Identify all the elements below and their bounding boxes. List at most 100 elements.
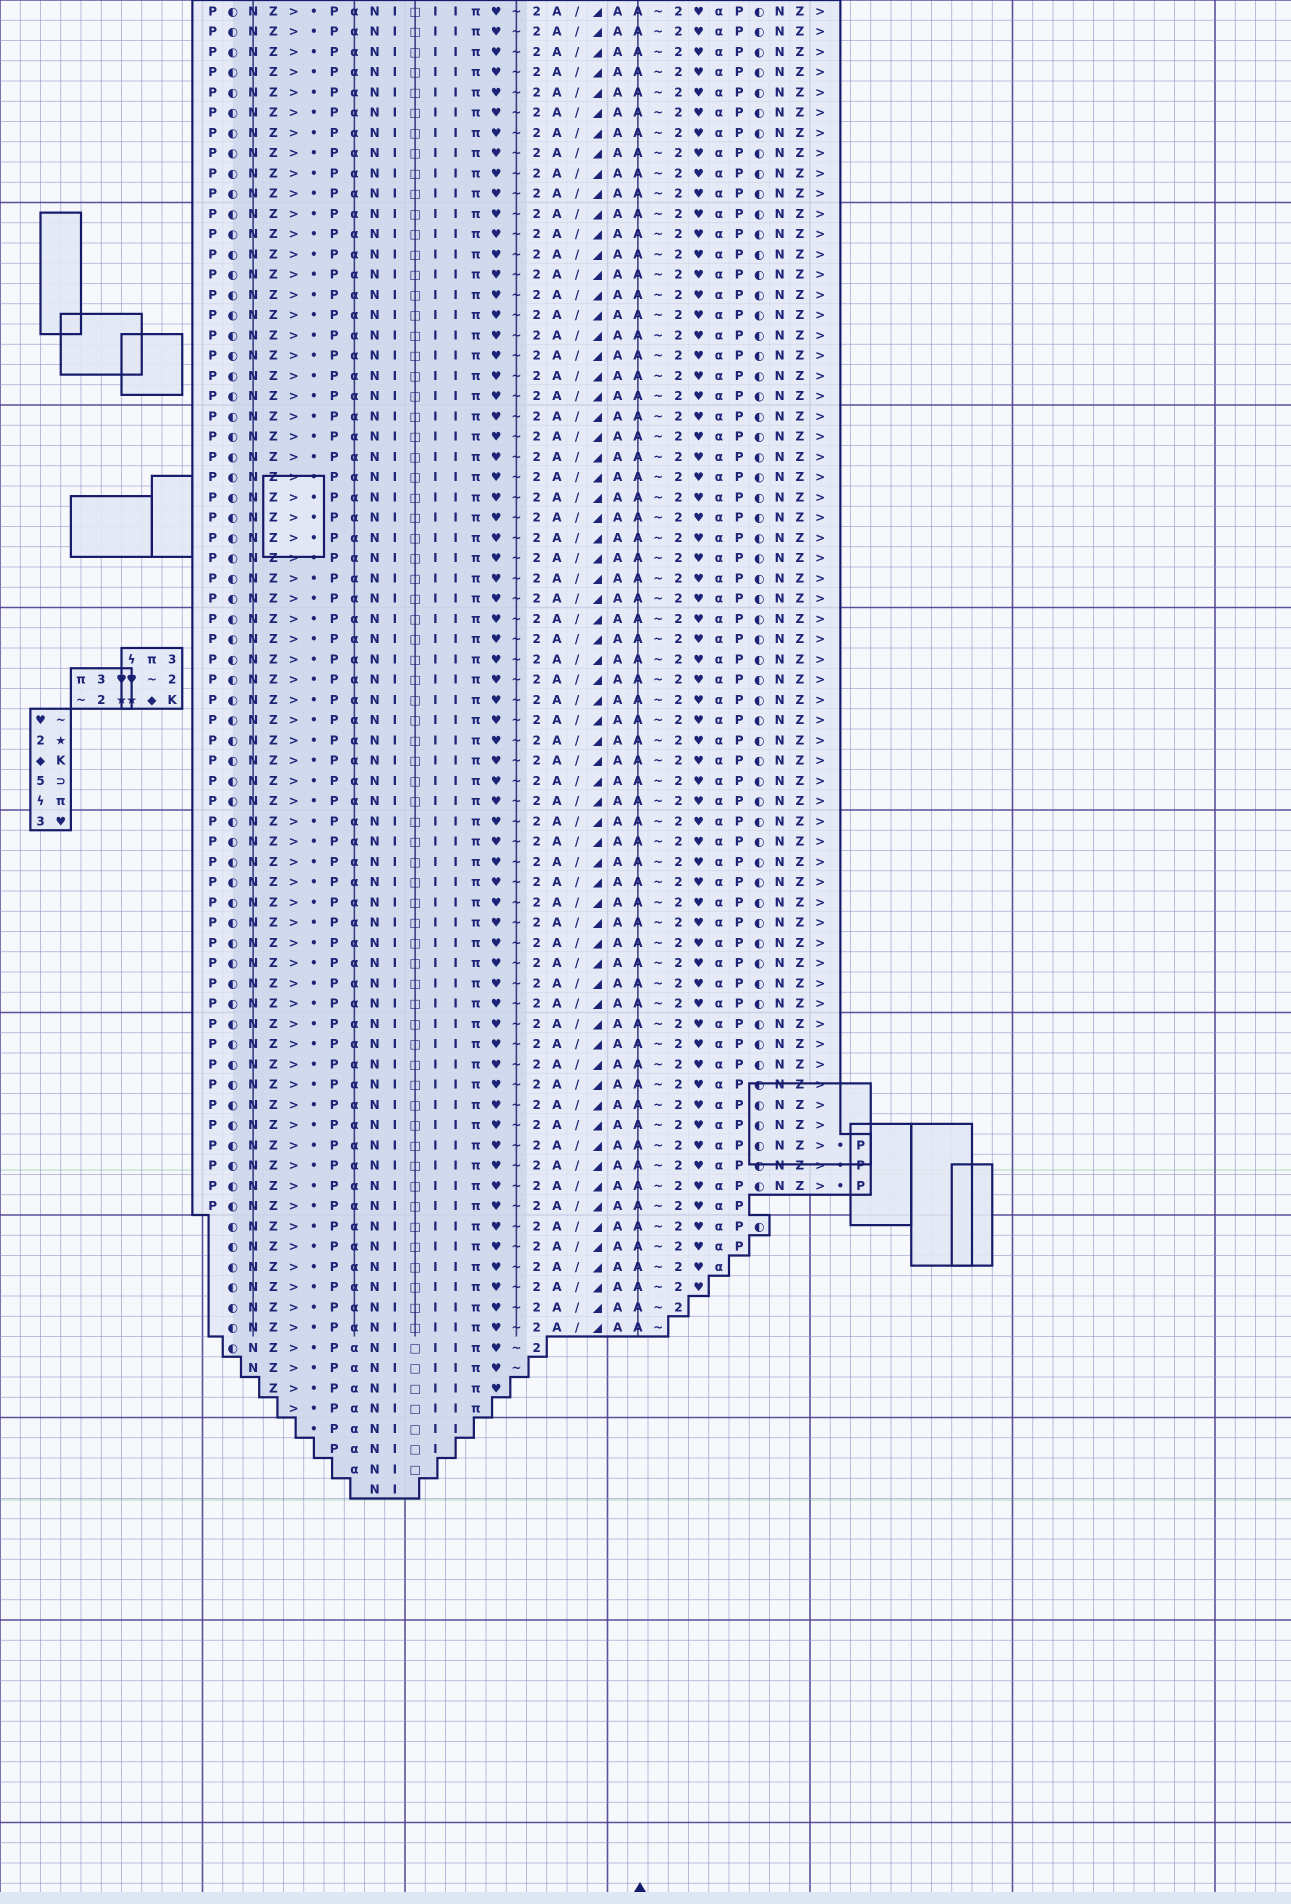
stitch-symbol: ◐ [228, 855, 238, 869]
stitch-symbol: > [815, 916, 825, 930]
stitch-symbol: I [453, 1057, 457, 1071]
stitch-symbol: I [453, 835, 457, 849]
stitch-symbol: I [453, 1341, 457, 1355]
stitch-symbol: Z [796, 1138, 805, 1152]
stitch-symbol: ♥ [491, 673, 502, 687]
stitch-symbol: P [330, 1037, 339, 1051]
stitch-symbol: P [208, 227, 217, 241]
stitch-symbol: A [552, 328, 562, 342]
stitch-symbol: ◐ [228, 1341, 238, 1355]
stitch-symbol: ♥ [491, 1280, 502, 1294]
stitch-symbol: I [433, 85, 437, 99]
stitch-symbol: α [350, 1341, 358, 1355]
stitch-symbol: • [310, 470, 318, 484]
stitch-symbol: ◐ [754, 65, 764, 79]
stitch-symbol: N [775, 65, 785, 79]
stitch-symbol: Z [796, 814, 805, 828]
stitch-symbol: Z [796, 976, 805, 990]
stitch-symbol: π [471, 369, 481, 383]
stitch-symbol: 2 [674, 875, 682, 889]
stitch-symbol: P [208, 794, 217, 808]
stitch-symbol: I [393, 288, 397, 302]
stitch-symbol: ♥ [491, 916, 502, 930]
stitch-symbol: / [575, 855, 580, 869]
stitch-symbol: / [575, 207, 580, 221]
stitch-symbol: π [471, 693, 481, 707]
stitch-symbol: > [815, 754, 825, 768]
stitch-symbol: > [289, 1280, 299, 1294]
stitch-symbol: / [575, 976, 580, 990]
stitch-symbol: ♥ [693, 490, 704, 504]
stitch-symbol: P [856, 1179, 865, 1193]
stitch-symbol: ♥ [491, 1118, 502, 1132]
stitch-symbol: P [208, 632, 217, 646]
stitch-symbol: α [715, 25, 723, 39]
stitch-symbol: ~ [653, 936, 663, 950]
stitch-symbol: ♥ [491, 571, 502, 585]
stitch-symbol: P [330, 612, 339, 626]
stitch-symbol: ◢ [593, 1098, 603, 1112]
stitch-symbol: N [370, 268, 380, 282]
stitch-symbol: I [453, 450, 457, 464]
stitch-symbol: N [775, 349, 785, 363]
stitch-symbol: / [575, 1199, 580, 1213]
stitch-symbol: π [471, 1118, 481, 1132]
stitch-symbol: Z [796, 1098, 805, 1112]
stitch-symbol: α [715, 247, 723, 261]
stitch-symbol: A [613, 146, 623, 160]
stitch-symbol: / [575, 1037, 580, 1051]
stitch-symbol: N [370, 976, 380, 990]
stitch-symbol: ◐ [754, 1078, 764, 1092]
stitch-symbol: P [735, 673, 744, 687]
stitch-symbol: 2 [674, 814, 682, 828]
stitch-symbol: ♥ [693, 835, 704, 849]
stitch-symbol: I [433, 1381, 437, 1395]
stitch-symbol: P [330, 1381, 339, 1395]
stitch-symbol: A [552, 733, 562, 747]
stitch-symbol: I [393, 1381, 397, 1395]
stitch-symbol: ◢ [593, 976, 603, 990]
stitch-symbol: > [815, 85, 825, 99]
stitch-symbol: A [552, 875, 562, 889]
stitch-symbol: Z [269, 450, 278, 464]
stitch-symbol: / [575, 409, 580, 423]
stitch-symbol: I [433, 1037, 437, 1051]
stitch-symbol: A [613, 389, 623, 403]
stitch-symbol: A [613, 754, 623, 768]
stitch-symbol: ◢ [593, 369, 603, 383]
stitch-symbol: N [370, 814, 380, 828]
stitch-symbol: I [453, 1240, 457, 1254]
stitch-symbol: 2 [674, 1159, 682, 1173]
stitch-symbol: α [715, 85, 723, 99]
stitch-symbol: A [552, 652, 562, 666]
stitch-symbol: P [735, 511, 744, 525]
stitch-symbol: ♥ [491, 835, 502, 849]
stitch-symbol: > [815, 895, 825, 909]
stitch-symbol: ◐ [754, 774, 764, 788]
stitch-symbol: > [815, 976, 825, 990]
stitch-symbol: I [453, 916, 457, 930]
stitch-symbol: 2 [674, 936, 682, 950]
stitch-symbol: I [433, 490, 437, 504]
stitch-symbol: I [433, 754, 437, 768]
stitch-symbol: I [393, 511, 397, 525]
stitch-symbol: / [575, 754, 580, 768]
stitch-symbol: Z [269, 85, 278, 99]
stitch-symbol: 2 [674, 713, 682, 727]
stitch-symbol: ◐ [228, 490, 238, 504]
stitch-symbol: P [330, 997, 339, 1011]
stitch-symbol: 2 [674, 632, 682, 646]
stitch-symbol: N [775, 369, 785, 383]
stitch-symbol: ♥ [491, 1361, 502, 1375]
stitch-symbol: ◐ [754, 673, 764, 687]
stitch-symbol: P [208, 268, 217, 282]
stitch-symbol: I [393, 389, 397, 403]
stitch-symbol: N [370, 1422, 380, 1436]
stitch-symbol: ♥ [491, 612, 502, 626]
stitch-symbol: A [613, 1057, 623, 1071]
stitch-symbol: 2 [674, 835, 682, 849]
stitch-symbol: > [289, 490, 299, 504]
stitch-symbol: ♥ [693, 65, 704, 79]
stitch-symbol: Z [796, 936, 805, 950]
stitch-symbol: P [330, 1219, 339, 1233]
